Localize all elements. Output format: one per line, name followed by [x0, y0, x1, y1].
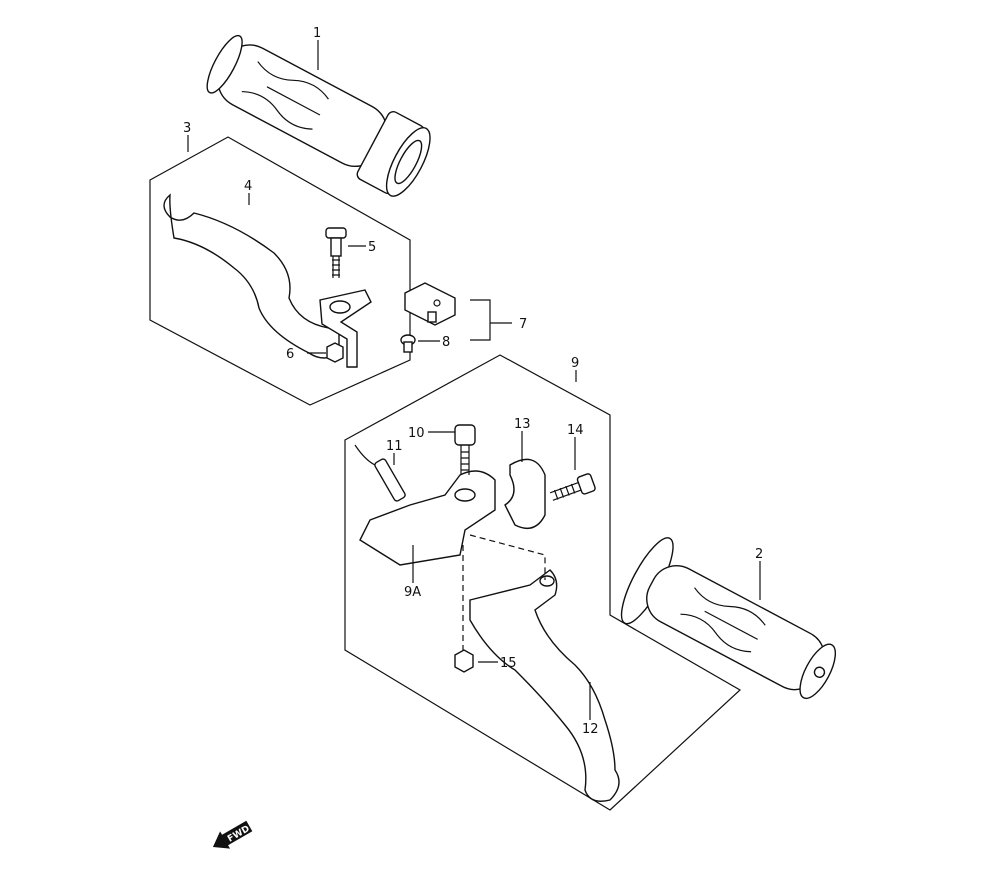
cable-adjuster-part-11: [354, 444, 406, 502]
assembly-box-3: [149, 136, 411, 406]
label-2: 2: [755, 547, 763, 562]
label-14: 14: [567, 423, 584, 438]
nut-part-6: [326, 342, 344, 363]
label-8: 8: [442, 335, 450, 350]
label-9: 9: [571, 356, 579, 371]
screw-part-8: [400, 334, 416, 353]
dashed-guide-line: [462, 534, 546, 655]
assembly-box-9: [344, 354, 742, 811]
grip-left-part-1: [206, 34, 431, 197]
label-11: 11: [386, 439, 403, 454]
grip-right-part-2: [620, 537, 837, 700]
label-12: 12: [582, 722, 599, 737]
lever-holder-part-9a: [359, 470, 496, 566]
label-7: 7: [519, 317, 527, 332]
label-9a: 9A: [404, 585, 421, 600]
bolt-part-5: [325, 227, 347, 278]
label-4: 4: [244, 179, 252, 194]
clamp-part-13: [504, 458, 546, 529]
fwd-arrow-icon: FWD: [212, 820, 253, 849]
bolt-part-14: [549, 473, 596, 501]
leader-lines: [187, 40, 761, 720]
label-15: 15: [500, 656, 517, 671]
nut-part-15: [454, 649, 474, 673]
label-3: 3: [183, 121, 191, 136]
label-6: 6: [286, 347, 294, 362]
clutch-lever-part-12: [469, 569, 620, 802]
label-13: 13: [514, 417, 531, 432]
brake-lever-part-4: [163, 193, 340, 359]
switch-part-7: [404, 282, 456, 326]
label-1: 1: [313, 26, 321, 41]
label-5: 5: [368, 240, 376, 255]
bolt-part-10: [454, 424, 476, 475]
label-10: 10: [408, 426, 425, 441]
